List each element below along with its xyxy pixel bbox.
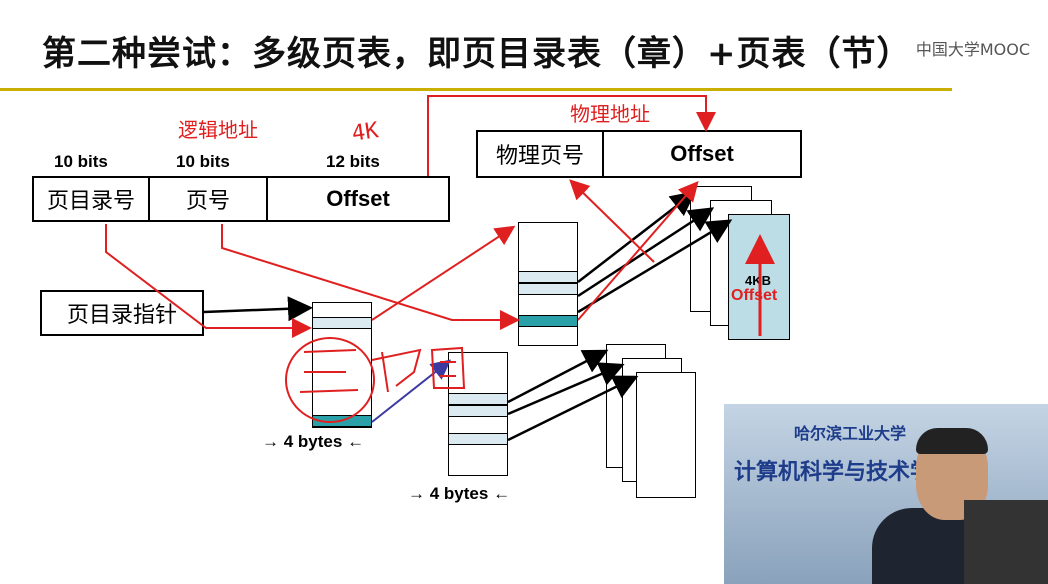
bits-label-1: 10 bits (54, 152, 108, 171)
lecturer-video: 哈尔滨工业大学 计算机科学与技术学院 (724, 404, 1048, 584)
logical-address-label: 逻辑地址 (178, 118, 258, 142)
arrow-pte-3 (577, 219, 733, 314)
page-table-entry (449, 393, 507, 405)
bytes-label-page-table: → 4 bytes ← (408, 484, 511, 503)
field-offset: Offset (266, 176, 450, 222)
page-table-entry (519, 271, 577, 283)
page-table-entry-selected (519, 315, 577, 327)
mooc-watermark: 中国大学MOOC (915, 40, 1030, 59)
field-physical-offset: Offset (602, 130, 802, 178)
video-school-name: 哈尔滨工业大学 (794, 424, 907, 443)
arrow-pte-4 (507, 349, 609, 404)
arrow-pagenum (221, 224, 520, 330)
arrow-page-to-ppn (569, 179, 655, 263)
arrow-pte-to-page (577, 180, 699, 321)
arrow-offset-to-physical (427, 95, 716, 176)
arrow-pointer-to-directory (203, 296, 313, 322)
arrow-dirnum (105, 224, 312, 338)
field-page-number: 页号 (148, 176, 268, 222)
slide-title: 第二种尝试：多级页表，即页目录表（章）+页表（节） (42, 34, 912, 74)
arrow-pte-6 (507, 375, 639, 442)
directory-entry (313, 317, 371, 329)
page-table-entry (449, 405, 507, 417)
handwritten-circle (285, 337, 375, 423)
page-table-upper (518, 222, 578, 346)
page-table-entry (449, 433, 507, 445)
arrow-pte-5 (507, 362, 625, 416)
title-underline (0, 88, 952, 91)
page-directory-table (312, 302, 372, 428)
handwritten-scribble-2 (430, 346, 466, 389)
physical-address-label: 物理地址 (570, 102, 650, 126)
page-offset-label: Offset (731, 287, 778, 304)
field-physical-page-number: 物理页号 (476, 130, 604, 178)
page-directory-pointer: 页目录指针 (40, 290, 204, 336)
lecturer-hair (916, 428, 988, 454)
physical-page (636, 372, 696, 498)
arrow-dir-to-table (371, 225, 516, 321)
monitor (964, 500, 1048, 584)
bytes-text-1: 4 bytes (283, 432, 343, 451)
arrow-pte-1 (577, 190, 696, 283)
handwritten-scribble-1 (371, 348, 422, 393)
page-size-label: 4KB (745, 273, 772, 288)
bits-label-2: 10 bits (176, 152, 230, 171)
page-table-entry (519, 283, 577, 295)
bytes-text-2: 4 bytes (429, 484, 489, 503)
arrow-blue (371, 359, 452, 423)
handwritten-strokes (299, 349, 359, 393)
bytes-label-directory: → 4 bytes ← (262, 432, 365, 451)
bits-label-3: 12 bits (326, 152, 380, 171)
page-table-lower (448, 352, 508, 476)
